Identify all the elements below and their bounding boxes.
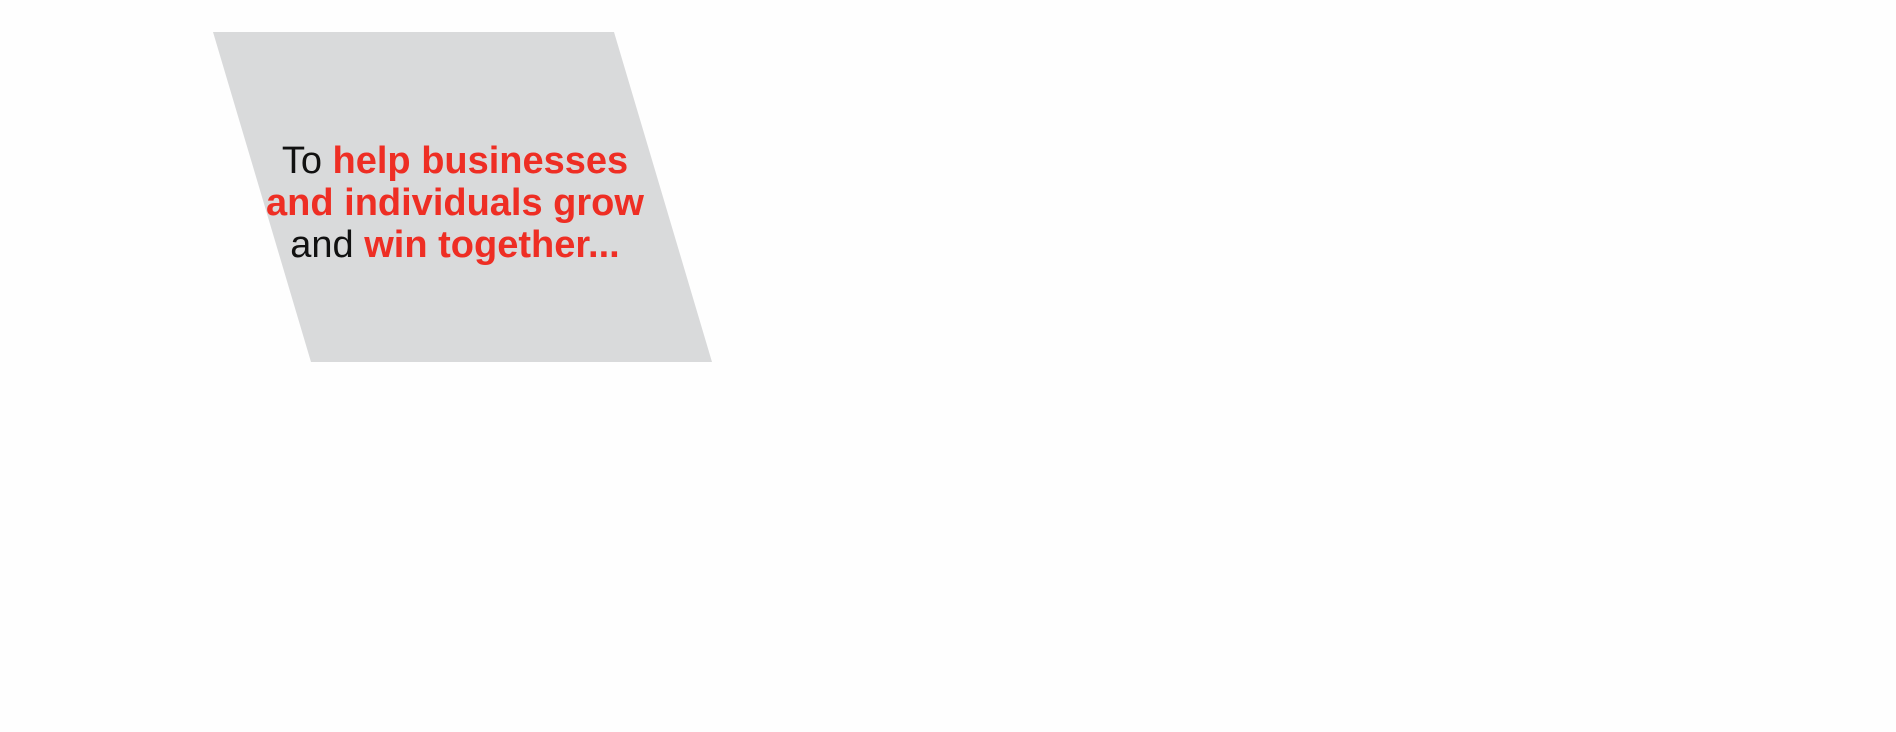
mission-statement: To help businesses and individuals grow … [255, 140, 655, 266]
mission-text-help-businesses: help businesses [332, 140, 629, 182]
mission-text-win-together: win together... [364, 224, 620, 266]
mission-text-individuals-grow: and individuals grow [266, 182, 644, 224]
parallelogram-background [213, 32, 712, 362]
mission-text-and: and [290, 224, 354, 266]
mission-text-to: To [281, 140, 322, 182]
